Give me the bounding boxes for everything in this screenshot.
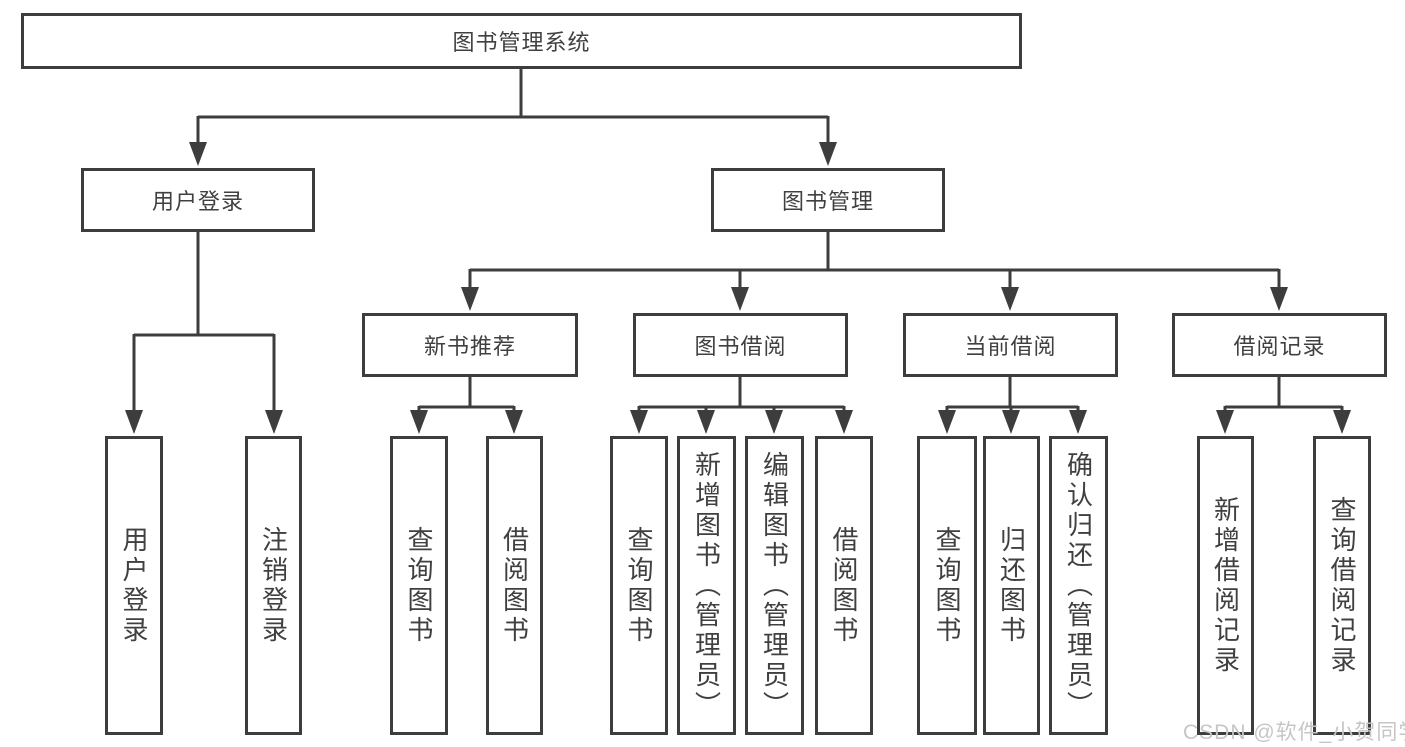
connector-book-mgmt-to-level3 [461, 232, 1288, 311]
leaf-query-book-under-current-borrow: 查询图书 [917, 436, 977, 735]
node-book-management: 图书管理 [711, 168, 945, 232]
leaf-edit-book-admin: 编辑图书（管理员） [745, 436, 804, 735]
leaf-add-borrow-record: 新增借阅记录 [1197, 436, 1254, 735]
leaf-confirm-return-admin: 确认归还（管理员） [1049, 436, 1108, 735]
leaf-add-book-admin: 新增图书（管理员） [677, 436, 736, 735]
leaf-return-book: 归还图书 [983, 436, 1040, 735]
connector-user-login-to-leaves [125, 232, 283, 434]
csdn-watermark: CSDN @软件_小贺同学 [1183, 721, 1405, 744]
leaf-borrow-book-under-book-borrow: 借阅图书 [815, 436, 873, 735]
connector-borrow-records-to-leaves [1216, 377, 1351, 434]
leaf-borrow-book-under-new-book: 借阅图书 [486, 436, 543, 735]
leaf-query-book-under-new-book: 查询图书 [390, 436, 448, 735]
connector-new-book-to-leaves [410, 377, 523, 434]
root-node-system-title: 图书管理系统 [21, 13, 1022, 69]
node-book-borrow: 图书借阅 [633, 313, 848, 377]
leaf-query-book-under-book-borrow: 查询图书 [610, 436, 668, 735]
leaf-query-borrow-record: 查询借阅记录 [1313, 436, 1371, 735]
node-current-borrow: 当前借阅 [903, 313, 1118, 377]
connector-root-to-level2 [189, 69, 837, 166]
leaf-logout: 注销登录 [245, 436, 302, 735]
node-new-book-recommend: 新书推荐 [362, 313, 578, 377]
leaf-user-login: 用户登录 [105, 436, 163, 735]
node-user-login: 用户登录 [81, 168, 315, 232]
node-borrow-records: 借阅记录 [1172, 313, 1387, 377]
connector-current-borrow-to-leaves [938, 377, 1087, 434]
connector-book-borrow-to-leaves [630, 377, 853, 434]
